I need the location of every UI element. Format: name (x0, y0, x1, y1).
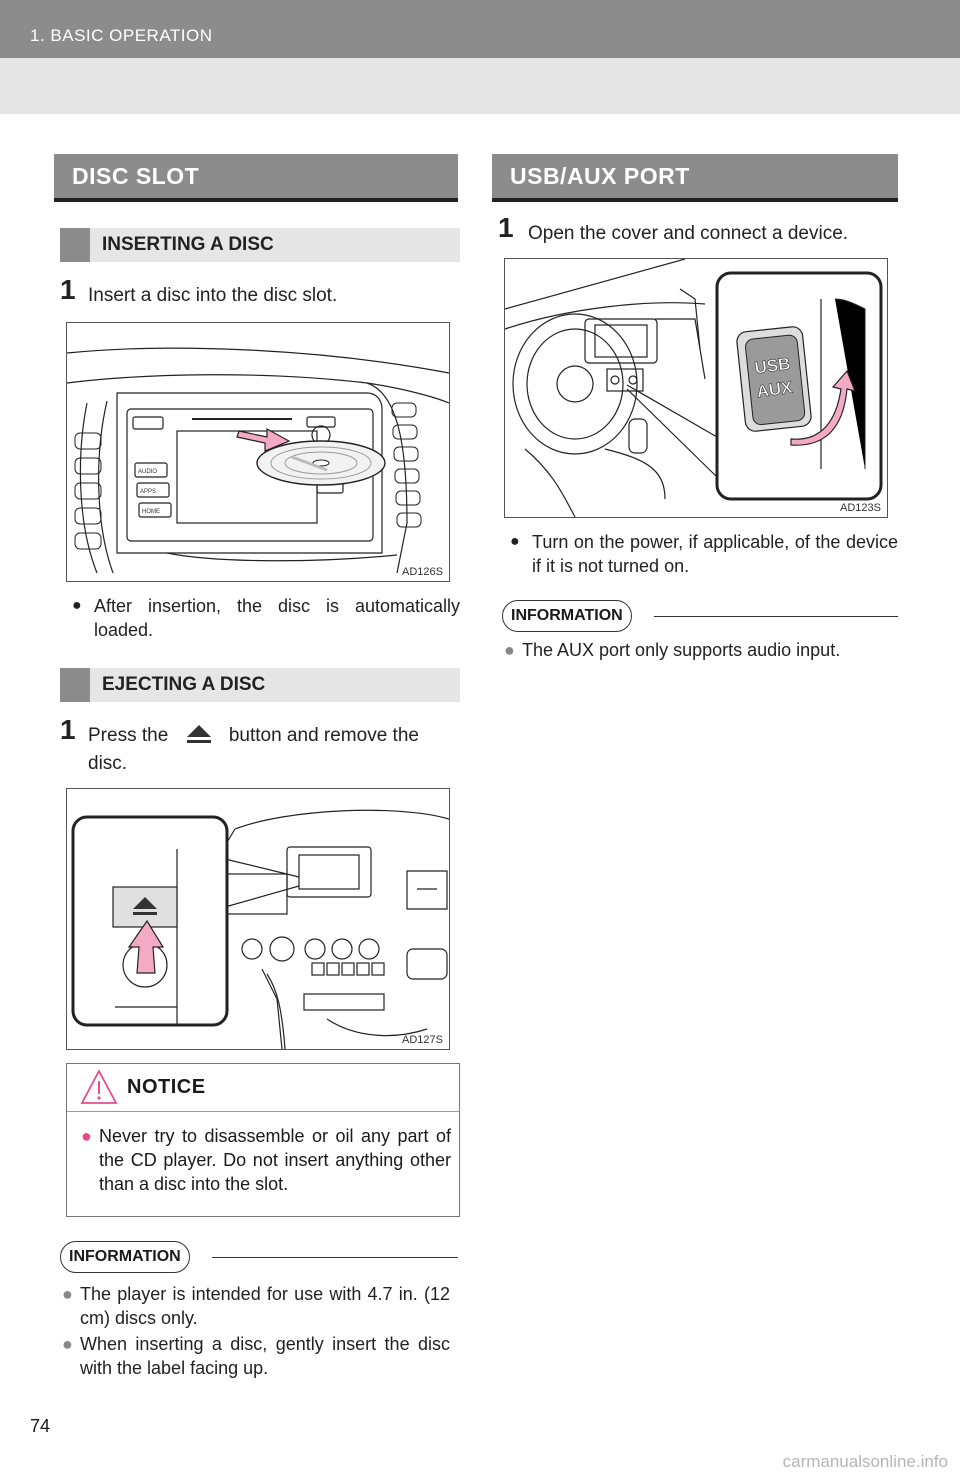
subsection-title: EJECTING A DISC (102, 674, 266, 695)
panel-label-apps: APPS (140, 489, 156, 495)
step-number: 1 (60, 274, 76, 305)
notice-title: NOTICE (127, 1076, 206, 1098)
figure-code: AD123S (840, 502, 881, 514)
step-text: Insert a disc into the disc slot. (88, 285, 338, 306)
information-bullet: ● (62, 1284, 73, 1304)
step-eject: 1 Press the button and remove the disc. (60, 716, 460, 778)
bullet-power-on: ● Turn on the power, if applicable, of t… (510, 530, 898, 578)
information-item: ● When inserting a disc, gently insert t… (62, 1334, 450, 1378)
bullet-text: Turn on the power, if applicable, of the… (532, 532, 898, 576)
panel-label-audio: AUDIO (138, 469, 157, 475)
bullet-dot: ● (510, 533, 520, 550)
information-bullet: ● (62, 1334, 73, 1354)
bullet-text: After insertion, the disc is automatical… (94, 596, 460, 640)
step-text: Open the cover and connect a device. (528, 223, 849, 244)
information-rule (654, 616, 898, 617)
figure-code: AD126S (402, 566, 443, 578)
information-item: ● The player is intended for use with 4.… (62, 1284, 450, 1328)
figure-usb-aux: USB AUX AD123S (504, 258, 888, 518)
information-label: INFORMATION (502, 600, 632, 632)
step-text-a: Press the (88, 725, 169, 746)
information-rule (212, 1257, 458, 1258)
information-label: INFORMATION (60, 1241, 190, 1273)
information-bullet: ● (504, 640, 515, 660)
subsection-title: INSERTING A DISC (102, 234, 274, 255)
figure-eject-disc: AD127S (66, 788, 450, 1050)
bullet-dot: ● (72, 597, 82, 614)
eject-icon (186, 725, 211, 743)
figure-insert-disc: AUDIO APPS HOME AD126S (66, 322, 450, 582)
figure-code: AD127S (402, 1034, 443, 1046)
subsection-inserting: INSERTING A DISC (60, 228, 460, 262)
notice-item: ● Never try to disassemble or oil any pa… (81, 1124, 451, 1196)
information-item: ● The AUX port only supports audio input… (504, 640, 841, 660)
step-connect: 1 Open the cover and connect a device. (498, 214, 898, 250)
notice-bullet: ● (81, 1126, 92, 1146)
subsection-tab (60, 668, 90, 702)
chapter-header: 1. BASIC OPERATION (0, 0, 960, 58)
port-label-aux: AUX (755, 378, 794, 402)
watermark-text: carmanualsonline.info (782, 1452, 948, 1471)
eject-zoom-callout (71, 815, 229, 1027)
notice-box: NOTICE ● Never try to disassemble or oil… (66, 1063, 460, 1217)
chapter-title: 1. BASIC OPERATION (30, 26, 213, 45)
section-title-disc-slot: DISC SLOT (54, 154, 458, 202)
notice-text: Never try to disassemble or oil any part… (99, 1126, 451, 1194)
warning-icon (80, 1069, 118, 1104)
section-title-usb-aux: USB/AUX PORT (492, 154, 898, 202)
insert-arrow (236, 427, 291, 452)
subsection-ejecting: EJECTING A DISC (60, 668, 460, 702)
disc-illustration (256, 440, 386, 486)
step-text-b: button and remove the (228, 725, 419, 746)
bullet-auto-load: ● After insertion, the disc is automatic… (72, 594, 460, 642)
notice-divider (67, 1111, 459, 1112)
panel-label-home: HOME (142, 509, 160, 515)
header-band (0, 58, 960, 114)
usb-aux-zoom-callout (715, 271, 883, 501)
step-number: 1 (498, 212, 514, 243)
step-insert: 1 Insert a disc into the disc slot. (60, 276, 460, 312)
step-text-c: disc. (88, 753, 128, 774)
page-number: 74 (30, 1416, 51, 1436)
step-number: 1 (60, 714, 76, 745)
subsection-tab (60, 228, 90, 262)
